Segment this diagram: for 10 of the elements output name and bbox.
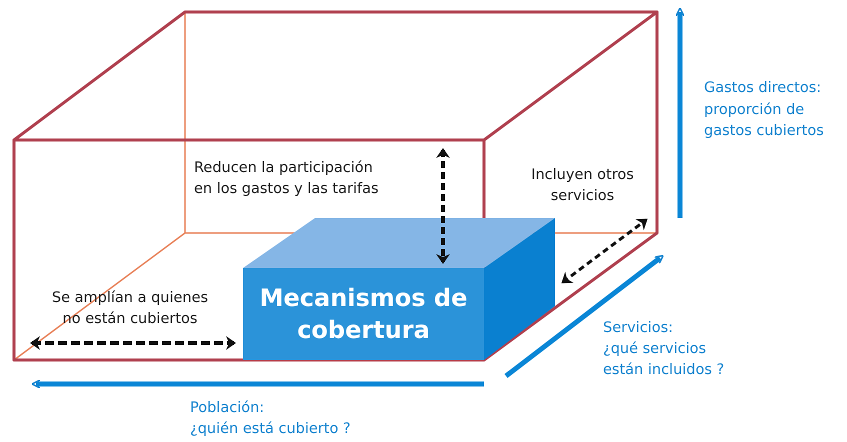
axis-label: ¿qué servicios están incluidos ? xyxy=(603,340,726,380)
axis-label: Población: xyxy=(190,399,266,418)
axis-label: Servicios: xyxy=(603,319,674,338)
annotation-text: Reducen la participación en los gastos y las tarifas xyxy=(194,159,380,199)
axis-label: proporción de gastos cubiertos xyxy=(704,101,825,141)
coverage-block xyxy=(243,268,484,360)
axis-label: ¿quién está cubierto ? xyxy=(190,420,352,439)
block-title: Mecanismos de cobertura xyxy=(258,283,468,346)
annotation-text: Incluyen otros servicios xyxy=(530,166,635,206)
axis-label: Gastos directos: xyxy=(704,79,822,98)
